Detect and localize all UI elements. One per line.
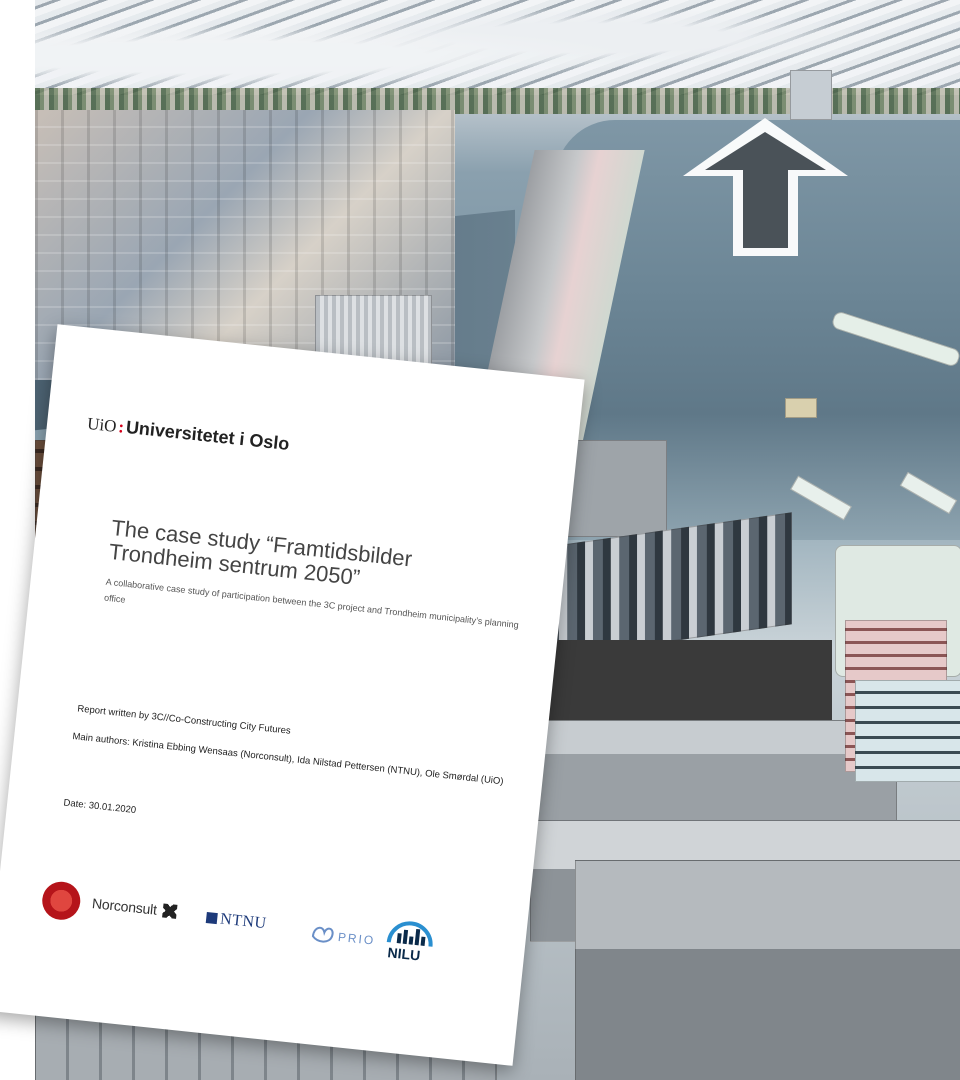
up-arrow-icon (683, 118, 848, 256)
uio-seal-icon (40, 879, 83, 922)
prio-label: PRIO (337, 929, 376, 948)
uio-colon: : (117, 417, 126, 437)
building (575, 860, 960, 1080)
uio-name: Universitetet i Oslo (125, 416, 291, 455)
norconsult-logo: Norconsult (91, 895, 178, 920)
building (515, 720, 897, 832)
partner-logos: Norconsult NTNU PRIO NILU (39, 876, 493, 983)
ntnu-square-icon (205, 912, 218, 925)
norconsult-label: Norconsult (91, 895, 158, 918)
city-3d-scene (35, 0, 960, 1080)
nilu-logo: NILU (382, 914, 437, 969)
nilu-label: NILU (386, 944, 422, 964)
ntnu-label: NTNU (219, 910, 268, 933)
floating-object (785, 398, 817, 418)
ntnu-logo: NTNU (205, 909, 267, 933)
uio-logo: UiO:Universitetet i Oslo (86, 413, 290, 455)
building (855, 680, 960, 782)
nilu-skyline-icon (386, 921, 433, 947)
uio-prefix: UiO (86, 413, 118, 436)
report-date: Date: 30.01.2020 (62, 797, 137, 817)
distant-tower (790, 70, 832, 120)
report-cover: UiO:Universitetet i Oslo The case study … (0, 324, 585, 1066)
authors: Main authors: Kristina Ebbing Wensaas (N… (71, 731, 504, 788)
norconsult-mark-icon (162, 903, 178, 919)
prio-logo: PRIO (309, 922, 376, 951)
prio-mark-icon (311, 926, 334, 943)
